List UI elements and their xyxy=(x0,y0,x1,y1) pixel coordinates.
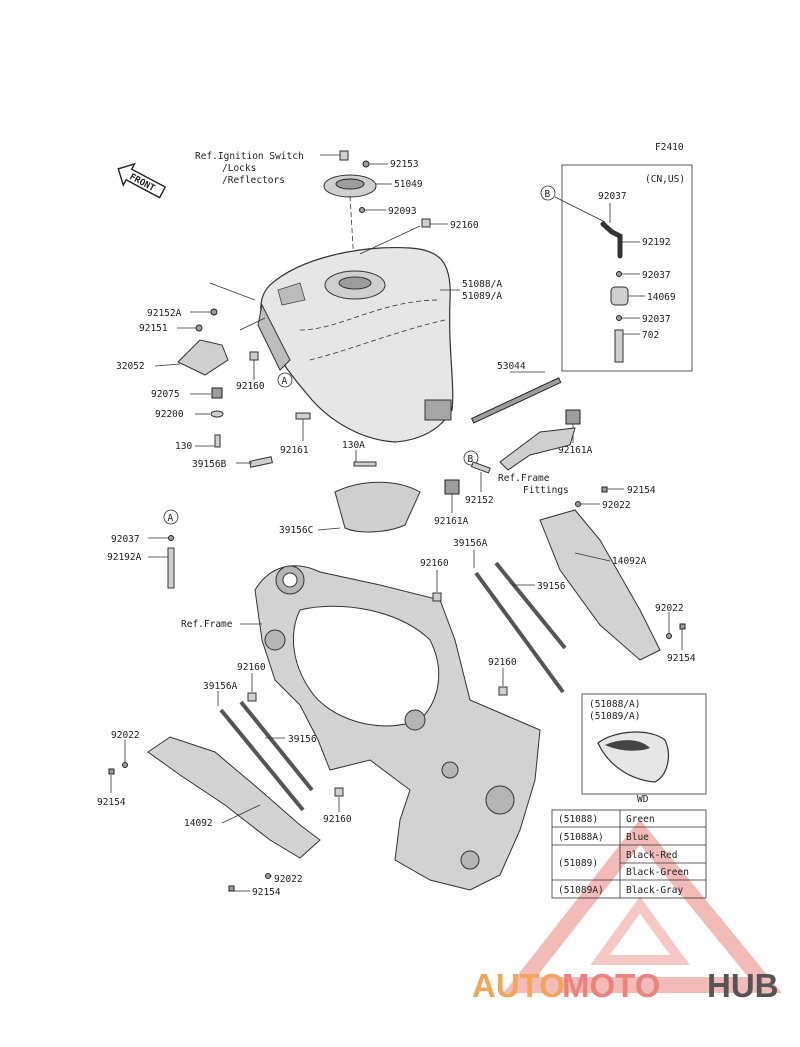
label-92093: 92093 xyxy=(388,206,417,217)
label-92022-left: 92022 xyxy=(111,730,140,741)
table-color-2: Black-Red xyxy=(626,850,677,861)
label-92152: 92152 xyxy=(465,495,494,506)
label-92154-bottom: 92154 xyxy=(252,887,281,898)
shield-39156C xyxy=(334,481,421,533)
label-92160-frame-top: 92160 xyxy=(420,558,449,569)
watermark-logo xyxy=(503,819,782,993)
label-130A: 130A xyxy=(342,440,365,451)
wm-auto: AUTO xyxy=(472,967,565,1004)
label-92022-right: 92022 xyxy=(655,603,684,614)
label-92160-bottom: 92160 xyxy=(323,814,352,825)
label-92200: 92200 xyxy=(155,409,184,420)
label-92022-top: 92022 xyxy=(602,500,631,511)
label-92161A-lower: 92161A xyxy=(434,516,469,527)
bracket-32052 xyxy=(177,339,229,376)
label-92152A: 92152A xyxy=(147,308,182,319)
label-14069: 14069 xyxy=(647,292,676,303)
label-92154-right: 92154 xyxy=(667,653,696,664)
label-92037-box-top: 92037 xyxy=(598,191,627,202)
label-32052: 32052 xyxy=(116,361,145,372)
label-53044: 53044 xyxy=(497,361,526,372)
table-code-2: (51089) xyxy=(558,858,598,869)
table-color-4: Black-Gray xyxy=(626,885,683,896)
front-arrow-icon: FRONT xyxy=(117,162,167,199)
ref-frame: Ref.Frame xyxy=(181,619,233,630)
label-92161: 92161 xyxy=(280,445,309,456)
label-92154-left: 92154 xyxy=(97,797,126,808)
table-color-0: Green xyxy=(626,814,655,825)
wm-hub: HUB xyxy=(707,967,779,1004)
label-39156C: 39156C xyxy=(279,525,313,536)
label-92153: 92153 xyxy=(390,159,419,170)
label-92192A: 92192A xyxy=(107,552,142,563)
cap-bolt xyxy=(339,150,349,161)
label-39156-left: 39156 xyxy=(288,734,317,745)
label-92037-box-mid: 92037 xyxy=(642,270,671,281)
label-92037-left: 92037 xyxy=(111,534,140,545)
hose-92192A xyxy=(167,547,175,589)
label-92022-bottom: 92022 xyxy=(274,874,303,885)
filter-14069 xyxy=(610,286,629,306)
label-39156A-left: 39156A xyxy=(203,681,238,692)
table-color-1: Blue xyxy=(626,832,649,843)
table-code-4: (51089A) xyxy=(558,885,604,896)
label-92151: 92151 xyxy=(139,323,168,334)
color-table: (51088) Green (51088A) Blue (51089) Blac… xyxy=(551,809,707,899)
label-92154-top: 92154 xyxy=(627,485,656,496)
label-92160-left: 92160 xyxy=(236,381,265,392)
region-label: (CN,US) xyxy=(645,174,685,185)
label-39156-right: 39156 xyxy=(537,581,566,592)
label-51049: 51049 xyxy=(394,179,423,190)
label-39156B: 39156B xyxy=(192,459,227,470)
watermark-text: AUTO MOTO HUB xyxy=(472,967,779,1004)
ref-frame-fittings-1: Ref.Frame xyxy=(498,473,550,484)
label-92160-left-mid: 92160 xyxy=(237,662,266,673)
table-code-1: (51088A) xyxy=(558,832,604,843)
inset-line2: (51089/A) xyxy=(589,711,640,722)
inset-box xyxy=(581,693,707,795)
screw-92153 xyxy=(362,160,370,168)
hose-702 xyxy=(614,329,624,363)
side-cover-14092 xyxy=(147,736,321,859)
label-51089: 51089/A xyxy=(462,291,502,302)
label-92160-frame-right: 92160 xyxy=(488,657,517,668)
inset-caption: WD xyxy=(637,794,649,805)
table-color-3: Black-Green xyxy=(626,867,689,878)
marker-a-left: A xyxy=(168,513,174,524)
ref-ignition-line2: /Locks xyxy=(222,163,256,174)
fuel-tank-51088 xyxy=(257,246,454,443)
marker-b-tank: B xyxy=(468,454,474,465)
label-92192: 92192 xyxy=(642,237,671,248)
label-92075: 92075 xyxy=(151,389,180,400)
ref-ignition-line1: Ref.Ignition Switch xyxy=(195,151,304,162)
label-14092: 14092 xyxy=(184,818,213,829)
label-14092A: 14092A xyxy=(612,556,647,567)
wm-moto: MOTO xyxy=(562,967,660,1004)
marker-b-box: B xyxy=(545,189,551,200)
label-702: 702 xyxy=(642,330,659,341)
side-cover-14092A xyxy=(539,509,661,661)
marker-a-tank: A xyxy=(282,376,288,387)
diagram-code: F2410 xyxy=(655,142,684,153)
label-51088: 51088/A xyxy=(462,279,502,290)
label-92160-top: 92160 xyxy=(450,220,479,231)
label-130: 130 xyxy=(175,441,192,452)
inset-line1: (51088/A) xyxy=(589,699,640,710)
strip-53044 xyxy=(470,377,562,424)
cn-us-box xyxy=(561,164,693,372)
label-92037-box-low: 92037 xyxy=(642,314,671,325)
ref-frame-fittings-2: Fittings xyxy=(523,485,569,496)
frame xyxy=(254,565,541,891)
table-code-0: (51088) xyxy=(558,814,598,825)
label-39156A-right: 39156A xyxy=(453,538,488,549)
label-92161A-right: 92161A xyxy=(558,445,593,456)
hose-92192 xyxy=(600,221,623,259)
ref-ignition-line3: /Reflectors xyxy=(222,175,285,186)
